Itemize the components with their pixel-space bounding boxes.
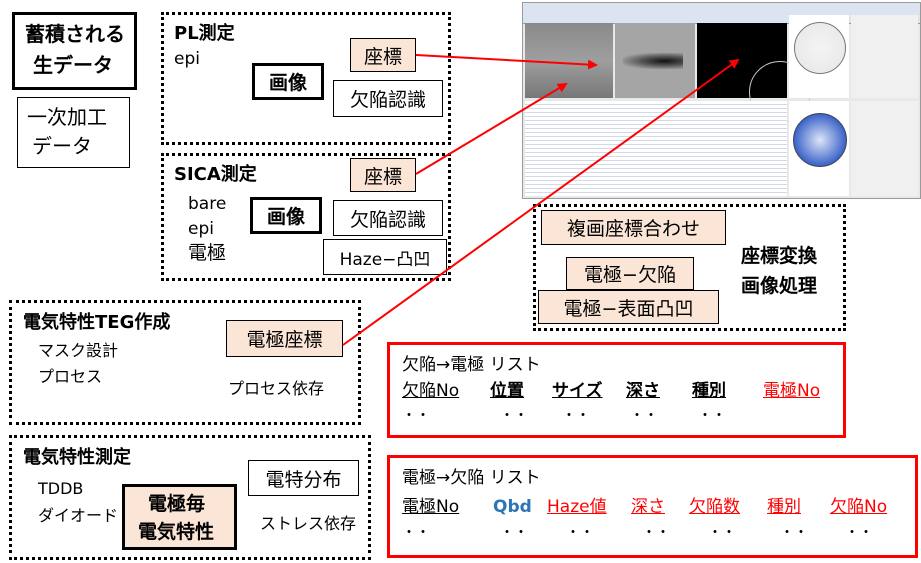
image-processing-label: 画像処理 <box>741 275 818 297</box>
wafer-map-panel-top <box>789 15 849 98</box>
teg-creation-group: 電気特性TEG作成 マスク設計 プロセス プロセス依存 <box>9 300 361 425</box>
meas-diode: ダイオード <box>38 506 119 525</box>
raw-data-line2: 生データ <box>33 53 113 77</box>
meas-title: 電気特性測定 <box>23 447 131 468</box>
sica-title: SICA測定 <box>174 164 257 185</box>
list1-col-size: サイズ <box>552 381 603 401</box>
meas-tddb: TDDB <box>38 479 84 498</box>
sica-sub-bare: bare <box>188 194 227 214</box>
meas-stress-dependence: ストレス依存 <box>260 514 357 533</box>
teg-electrode-coord-box: 電極座標 <box>226 320 343 357</box>
list1-dots-3: ・・ <box>562 408 590 424</box>
list2-dots-6: ・・ <box>780 525 808 541</box>
list2-col-defect-count: 欠陥数 <box>689 497 740 517</box>
analysis-software-screenshot <box>522 2 921 199</box>
wafer-map-panel-bottom <box>789 101 849 196</box>
list2-dots-7: ・・ <box>845 525 873 541</box>
electrode-image-panel <box>697 23 811 123</box>
list2-dots-2: ・・ <box>500 525 528 541</box>
sica-image-box: 画像 <box>250 197 322 234</box>
teg-process: プロセス <box>38 367 103 386</box>
list1-col-type: 種別 <box>692 381 726 401</box>
sica-sub-epi: epi <box>188 219 214 239</box>
data-table-panels <box>525 101 787 196</box>
raw-data-line1: 蓄積される <box>25 22 125 46</box>
list1-dots-5: ・・ <box>698 408 726 424</box>
meas-electrical-characteristics: 電気特性 <box>138 521 215 543</box>
list2-dots-3: ・・ <box>566 525 594 541</box>
list2-title: 電極→欠陥 リスト <box>402 468 541 488</box>
list1-col-depth: 深さ <box>626 381 660 401</box>
pl-title: PL測定 <box>174 23 235 44</box>
electrode-surface-box: 電極−表面凸凹 <box>538 290 719 324</box>
list1-dots-4: ・・ <box>630 408 658 424</box>
sica-image-panel <box>615 23 695 98</box>
list2-col-electrode-no: 電極No <box>402 497 460 517</box>
pl-sub: epi <box>174 49 200 69</box>
list1-dots-1: ・・ <box>402 408 430 424</box>
multi-image-alignment-box: 複画座標合わせ <box>541 210 726 245</box>
list2-col-depth: 深さ <box>631 497 665 517</box>
list1-dots-2: ・・ <box>500 408 528 424</box>
electrical-measurement-group: 電気特性測定 TDDB ダイオード ストレス依存 <box>9 435 371 560</box>
list1-col-electrode-no: 電極No <box>763 381 821 401</box>
list2-dots-4: ・・ <box>642 525 670 541</box>
list2-dots-5: ・・ <box>708 525 736 541</box>
electrode-to-defect-list: 電極→欠陥 リスト 電極No Qbd Haze値 深さ 欠陥数 種別 欠陥No … <box>387 455 918 558</box>
defect-to-electrode-list: 欠陥→電極 リスト 欠陥No 位置 サイズ 深さ 種別 電極No ・・ ・・ ・… <box>387 342 846 438</box>
per-electrode-characteristics-box: 電極毎 電気特性 <box>122 484 237 550</box>
list2-dots-1: ・・ <box>402 525 430 541</box>
raw-data-box: 蓄積される 生データ <box>12 12 137 90</box>
pl-image-panel <box>525 23 613 98</box>
pl-coord-box: 座標 <box>350 38 416 72</box>
sica-haze-box: Haze−凸凹 <box>323 239 447 275</box>
list2-col-qbd: Qbd <box>493 497 532 517</box>
sica-coord-box: 座標 <box>350 158 416 192</box>
pl-defect-box: 欠陥認識 <box>333 80 443 117</box>
list2-col-haze: Haze値 <box>547 497 607 517</box>
pl-image-box: 画像 <box>252 63 324 100</box>
electrical-distribution-box: 電特分布 <box>248 460 359 496</box>
electrode-defect-box: 電極−欠陥 <box>566 257 694 290</box>
list2-col-defect-no: 欠陥No <box>830 497 888 517</box>
teg-process-dependence: プロセス依存 <box>228 379 325 398</box>
processed-data-line1: 一次加工 <box>27 105 107 129</box>
processed-data-line2: データ <box>32 134 92 158</box>
list2-col-type: 種別 <box>767 497 801 517</box>
list1-col-position: 位置 <box>490 381 524 401</box>
list1-title: 欠陥→電極 リスト <box>402 355 541 375</box>
coordinate-conversion-label: 座標変換 <box>741 245 818 267</box>
processed-data-box: 一次加工 データ <box>17 97 130 168</box>
sica-defect-box: 欠陥認識 <box>333 200 443 236</box>
list1-col-defect-no: 欠陥No <box>402 381 460 401</box>
meas-per-electrode: 電極毎 <box>148 493 206 515</box>
teg-mask-design: マスク設計 <box>38 341 119 360</box>
sica-sub-electrode: 電極 <box>188 242 227 264</box>
teg-title: 電気特性TEG作成 <box>23 312 171 333</box>
